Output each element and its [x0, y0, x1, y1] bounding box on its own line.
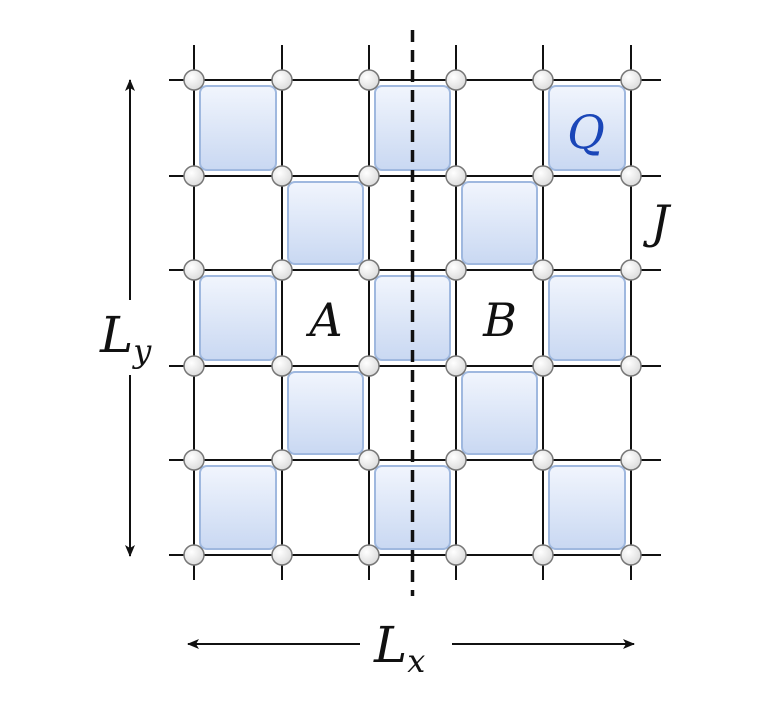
- lattice-node: [183, 69, 205, 91]
- plaquette: [548, 465, 626, 550]
- lattice-node: [620, 69, 642, 91]
- plaquette: [548, 275, 626, 361]
- lattice-node: [183, 165, 205, 187]
- lattice-node: [532, 544, 554, 566]
- lattice-node: [445, 544, 467, 566]
- lattice-nodes: [183, 69, 642, 566]
- lattice-node: [271, 259, 293, 281]
- coupling-j-label: J: [643, 195, 672, 249]
- lattice-node: [358, 355, 380, 377]
- plaquette: [199, 275, 277, 361]
- lattice-node: [445, 355, 467, 377]
- lattice-node: [620, 355, 642, 377]
- height-label: Ly: [99, 306, 152, 370]
- lattice-lines: [169, 45, 661, 580]
- lattice-node: [532, 69, 554, 91]
- lattice-node: [532, 449, 554, 471]
- lattice-node: [532, 259, 554, 281]
- plaquette: [548, 85, 626, 171]
- lattice-node: [620, 259, 642, 281]
- lattice-node: [445, 259, 467, 281]
- width-label: Lx: [373, 616, 425, 680]
- plaquette: [287, 181, 364, 265]
- region-b-label: B: [482, 293, 517, 347]
- lattice-node: [445, 449, 467, 471]
- width-label-main: L: [373, 616, 407, 674]
- width-label-sub: x: [407, 642, 425, 680]
- lattice-node: [183, 449, 205, 471]
- plaquette-layer: [199, 85, 626, 550]
- lattice-node: [271, 355, 293, 377]
- lattice-node: [358, 544, 380, 566]
- lattice-node: [620, 449, 642, 471]
- lattice-node: [183, 544, 205, 566]
- plaquette: [374, 465, 451, 550]
- region-a-label: A: [305, 293, 342, 347]
- lattice-node: [183, 259, 205, 281]
- lattice-node: [183, 355, 205, 377]
- plaquette: [461, 181, 538, 265]
- lattice-node: [532, 355, 554, 377]
- plaquette: [199, 465, 277, 550]
- lattice-node: [532, 165, 554, 187]
- lattice-node: [358, 165, 380, 187]
- plaquette: [199, 85, 277, 171]
- lattice-node: [358, 449, 380, 471]
- lattice-node: [271, 165, 293, 187]
- lattice-node: [271, 544, 293, 566]
- lattice-node: [271, 69, 293, 91]
- lattice-node: [620, 544, 642, 566]
- plaquette: [287, 371, 364, 455]
- plaquette: [461, 371, 538, 455]
- coupling-q-label: Q: [567, 105, 605, 159]
- lattice-node: [271, 449, 293, 471]
- lattice-node: [358, 69, 380, 91]
- lattice-node: [445, 69, 467, 91]
- height-label-main: L: [99, 306, 133, 364]
- height-label-sub: y: [131, 332, 152, 370]
- lattice-node: [445, 165, 467, 187]
- lattice-node: [358, 259, 380, 281]
- lattice-node: [620, 165, 642, 187]
